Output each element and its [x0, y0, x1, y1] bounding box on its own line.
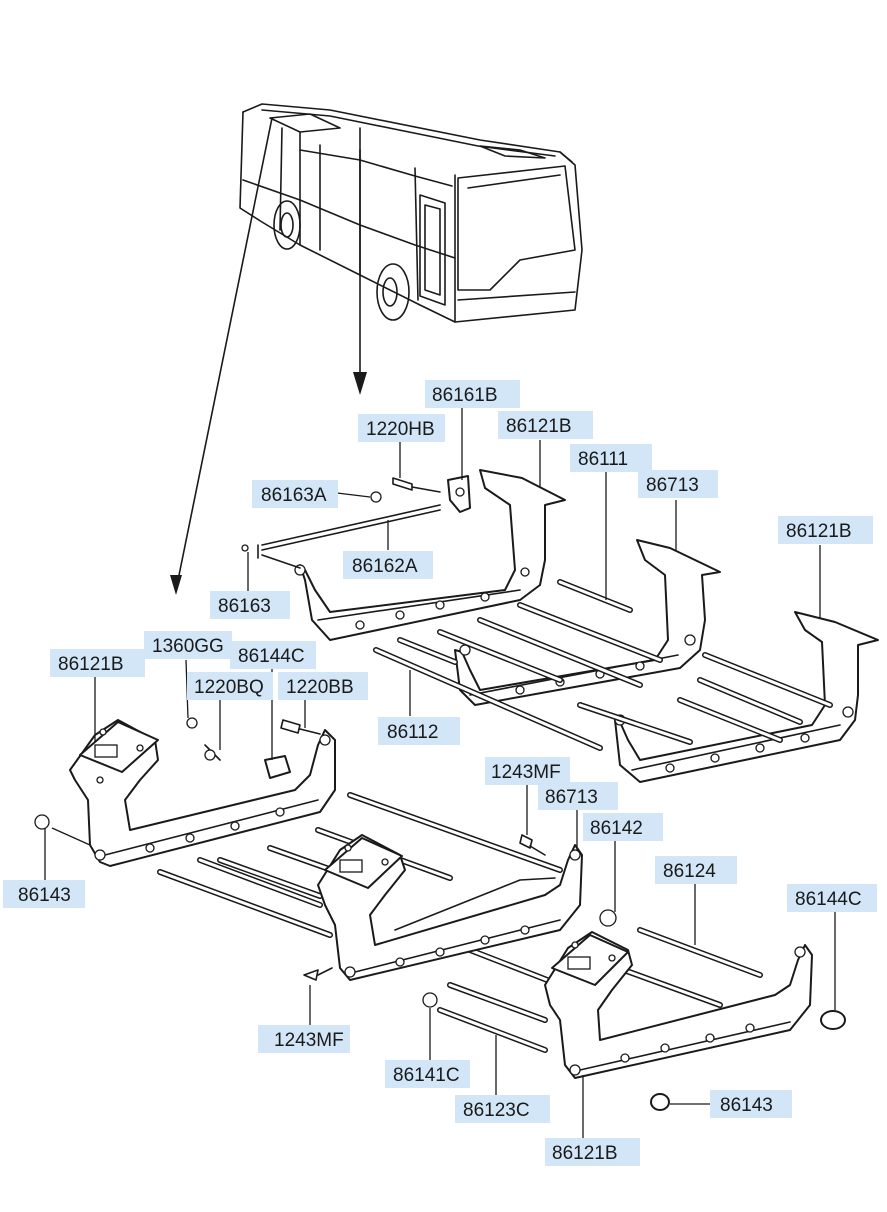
svg-text:86124: 86124 — [663, 861, 716, 882]
label-86143-left: 86143 — [3, 880, 85, 908]
upper-seat-frame-left — [241, 469, 566, 641]
lower-seat-frame-right — [544, 931, 846, 1111]
label-1243MF-top: 1243MF — [485, 757, 570, 785]
label-86121B-top-right: 86121B — [778, 516, 873, 544]
label-86162A: 86162A — [343, 551, 433, 579]
lower-seat-frame-left — [34, 717, 336, 867]
svg-text:1243MF: 1243MF — [274, 1030, 344, 1051]
svg-text:1220BB: 1220BB — [286, 677, 354, 698]
svg-text:86713: 86713 — [646, 475, 699, 496]
svg-text:86161B: 86161B — [432, 385, 498, 406]
label-86713-bottom: 86713 — [538, 782, 618, 810]
label-86161B: 86161B — [425, 380, 520, 408]
svg-text:86121B: 86121B — [552, 1143, 618, 1164]
label-86121B-bottom: 86121B — [545, 1138, 640, 1166]
svg-text:86121B: 86121B — [786, 521, 852, 542]
label-86121B-top-left: 86121B — [498, 411, 593, 439]
svg-text:86112: 86112 — [387, 722, 438, 743]
svg-text:86144C: 86144C — [795, 889, 862, 910]
label-86124: 86124 — [655, 856, 737, 884]
lower-seat-frame-middle — [303, 834, 617, 1008]
leader-lines — [44, 408, 836, 1140]
svg-text:1243MF: 1243MF — [491, 762, 561, 783]
label-86141C: 86141C — [385, 1060, 470, 1088]
svg-text:86163A: 86163A — [261, 485, 327, 506]
label-86142: 86142 — [583, 813, 663, 841]
label-86144C-right: 86144C — [787, 884, 877, 912]
svg-text:86123C: 86123C — [463, 1100, 530, 1121]
label-1243MF-bottom: 1243MF — [258, 1025, 350, 1053]
svg-text:86143: 86143 — [720, 1095, 773, 1116]
label-1220HB: 1220HB — [358, 414, 445, 442]
label-86143-right: 86143 — [710, 1090, 792, 1118]
label-1220BQ: 1220BQ — [187, 672, 273, 700]
svg-text:1220BQ: 1220BQ — [194, 677, 264, 698]
label-1360GG: 1360GG — [144, 631, 232, 659]
label-86163: 86163 — [210, 591, 290, 619]
label-86111: 86111 — [570, 444, 652, 472]
label-86121B-left: 86121B — [50, 649, 145, 677]
bus-illustration — [170, 103, 583, 595]
svg-text:1360GG: 1360GG — [152, 636, 224, 657]
svg-text:86163: 86163 — [218, 596, 271, 617]
part-number-labels: 86161B 1220HB 86121B 86111 86713 86121B … — [3, 380, 877, 1166]
label-86112: 86112 — [378, 717, 460, 745]
svg-text:86141C: 86141C — [393, 1065, 460, 1086]
svg-text:86121B: 86121B — [58, 654, 124, 675]
svg-text:86162A: 86162A — [352, 556, 418, 577]
svg-text:86143: 86143 — [18, 885, 71, 906]
label-86163A: 86163A — [252, 480, 338, 508]
label-86713-top: 86713 — [638, 470, 718, 498]
upper-seat-frame-right — [614, 611, 879, 783]
svg-text:86111: 86111 — [578, 449, 628, 470]
svg-text:86142: 86142 — [590, 818, 643, 839]
label-86123C: 86123C — [455, 1095, 550, 1123]
svg-text:1220HB: 1220HB — [366, 419, 435, 440]
upper-floor-rods — [373, 579, 833, 751]
upper-seat-frame-middle — [454, 539, 721, 706]
label-86144C-left: 86144C — [230, 641, 316, 669]
svg-text:86121B: 86121B — [506, 416, 572, 437]
svg-text:86713: 86713 — [545, 787, 598, 808]
svg-text:86144C: 86144C — [238, 646, 305, 667]
label-1220BB: 1220BB — [278, 672, 368, 700]
